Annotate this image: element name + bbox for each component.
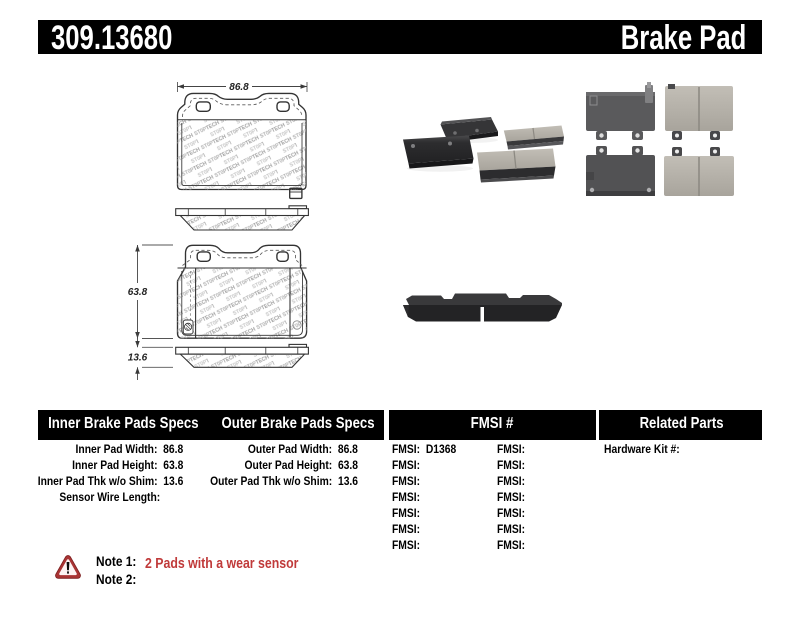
svg-text:13.6: 13.6 <box>128 353 148 364</box>
svg-text:63.8: 63.8 <box>128 287 148 298</box>
svg-text:86.8: 86.8 <box>229 82 249 93</box>
